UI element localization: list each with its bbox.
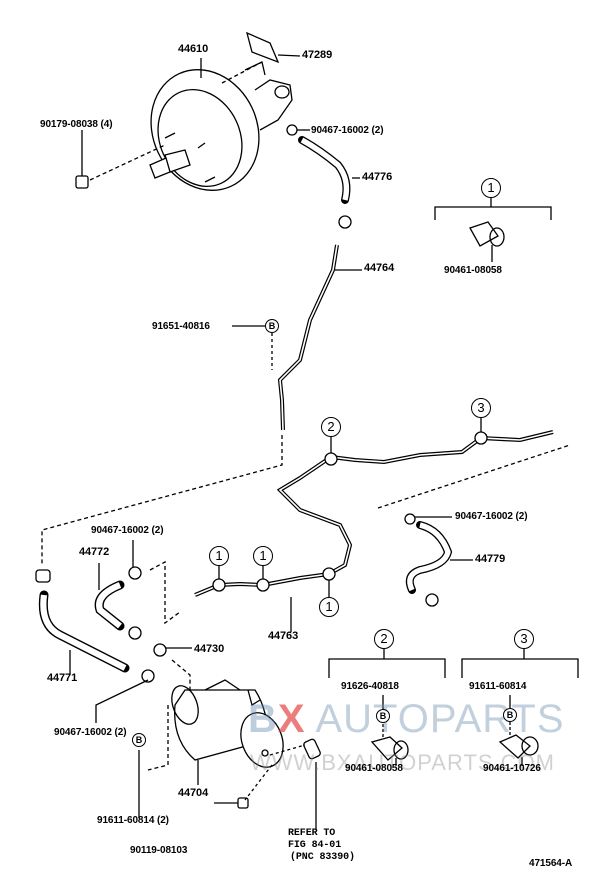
brake-booster-drawing [149,61,293,191]
label-44776[interactable]: 44776 [362,171,393,183]
callout-2-tube: 2 [321,417,341,437]
label-44764[interactable]: 44764 [364,262,395,274]
callout-3-detail: 3 [514,629,534,649]
refer-line-1: REFER TO [288,828,336,839]
label-90461-08058-detail1[interactable]: 90461-08058 [444,265,502,276]
label-44763[interactable]: 44763 [268,630,299,642]
label-90467-16002-top[interactable]: 90467-16002 (2) [311,125,384,136]
callout-1-a: 1 [209,546,229,566]
watermark-b: B [248,697,278,741]
watermark-text: AUTOPARTS [315,697,565,741]
label-47289[interactable]: 47289 [302,49,333,61]
label-44772[interactable]: 44772 [79,546,110,558]
vacuum-tank-drawing [171,679,284,768]
callout-b-tank: B [132,733,146,747]
gasket-drawing [246,31,280,64]
label-91626-40818[interactable]: 91626-40818 [341,681,399,692]
tube-44764-drawing [277,244,339,431]
diagram-id: 471564-A [529,858,573,869]
check-valve-drawing [153,643,167,657]
watermark-logo: BX AUTOPARTS [248,697,565,742]
watermark-x: X [277,697,306,741]
label-90119-08103[interactable]: 90119-08103 [130,845,188,856]
label-90461-08058-detail2[interactable]: 90461-08058 [345,763,403,774]
label-44779[interactable]: 44779 [475,553,506,565]
nut-drawing [75,175,89,189]
callout-2-detail: 2 [374,629,394,649]
label-90467-16002-left-bottom[interactable]: 90467-16002 (2) [54,727,127,738]
label-90467-16002-left-top[interactable]: 90467-16002 (2) [91,525,164,536]
callout-3-tube: 3 [471,398,491,418]
label-90467-16002-right[interactable]: 90467-16002 (2) [455,511,528,522]
bolt-drawing [237,797,249,809]
clip-detail1-drawing [469,221,499,247]
label-90179-08038[interactable]: 90179-08038 (4) [40,119,113,130]
label-91651-40816[interactable]: 91651-40816 [152,321,210,332]
callout-1-detail: 1 [481,178,501,198]
clip-detail3-drawing [498,734,531,759]
sensor-drawing [303,738,321,760]
label-44704[interactable]: 44704 [178,787,209,799]
callout-b-detail3: B [503,708,517,722]
label-44771[interactable]: 44771 [47,672,78,684]
callout-1-b: 1 [253,546,273,566]
callout-b-top: B [265,319,279,333]
callout-1-c: 1 [319,597,339,617]
label-91611-60814-tank[interactable]: 91611-60814 (2) [97,815,169,826]
label-44730[interactable]: 44730 [194,643,225,655]
callout-b-detail2: B [376,709,390,723]
watermark-url: WWW.BXAUTOPARTS.COM [250,750,556,775]
label-91611-60814-detail3[interactable]: 91611-60814 [469,681,527,692]
label-90461-10726[interactable]: 90461-10726 [483,763,541,774]
label-44610[interactable]: 44610 [178,43,209,55]
refer-line-2[interactable]: FIG 84-01 [288,840,342,851]
refer-line-3: (PNC 83390) [290,852,355,863]
